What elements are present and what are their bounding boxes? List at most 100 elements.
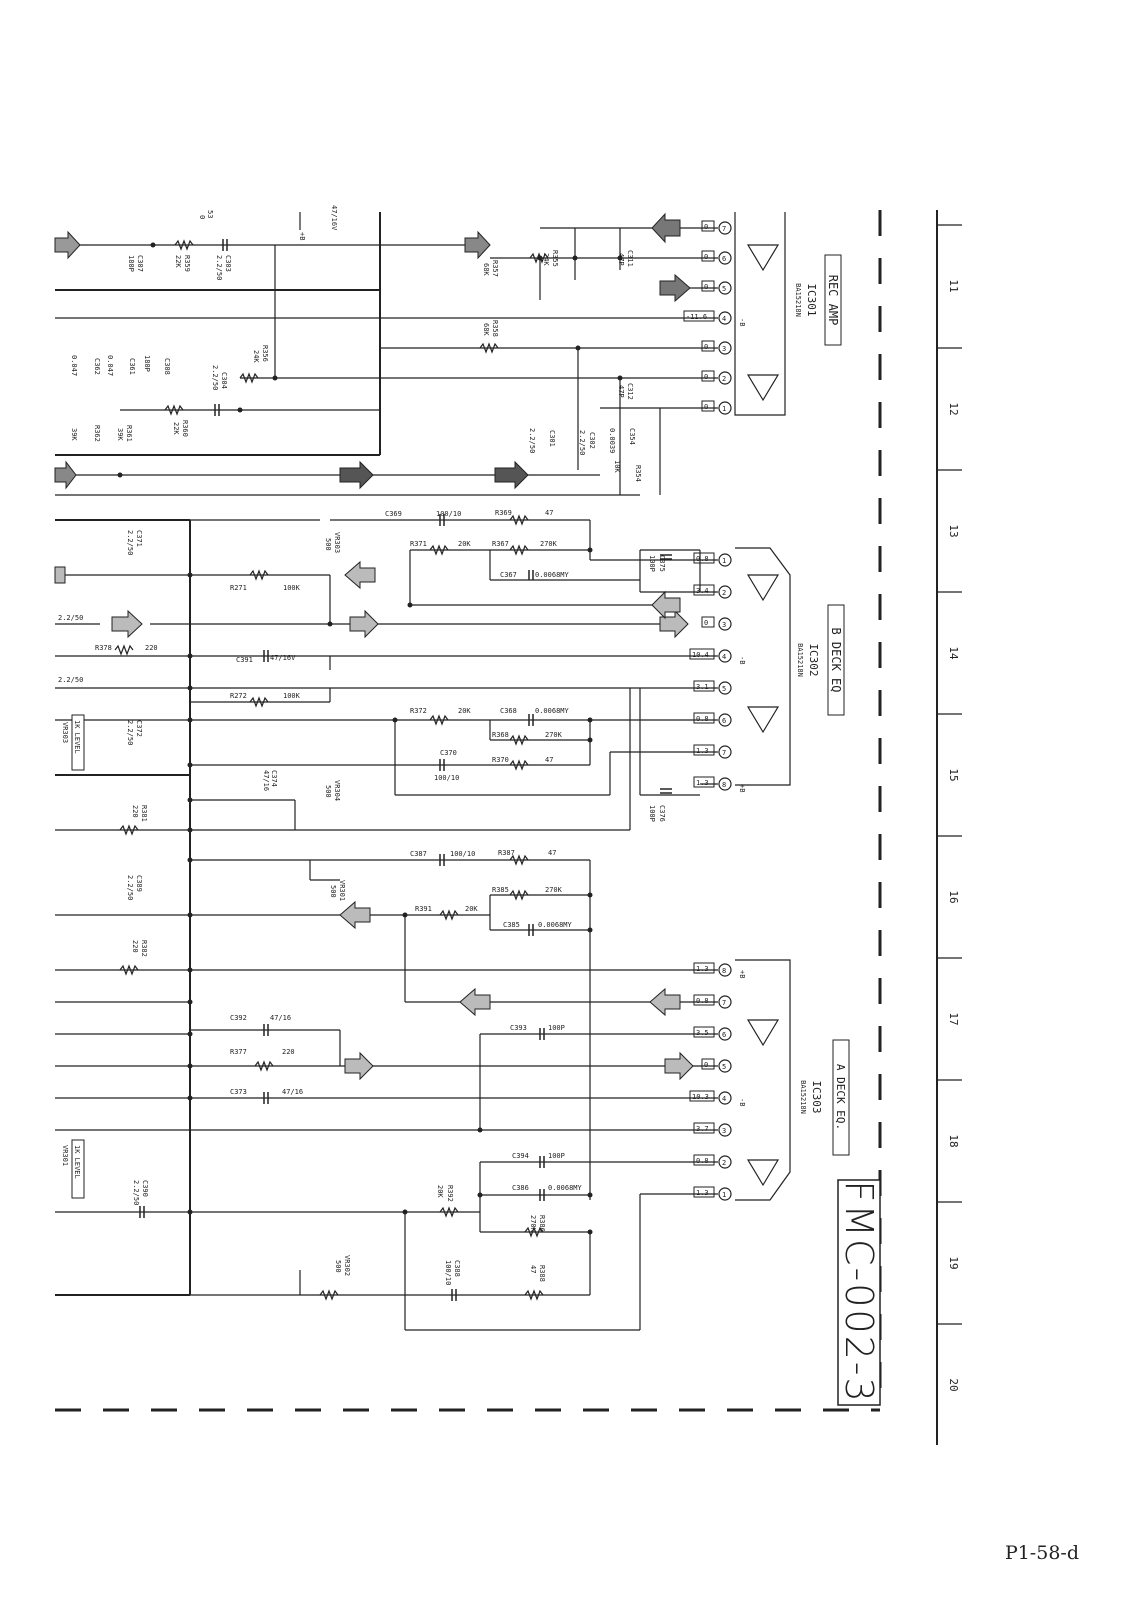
- svg-text:100P: 100P: [648, 555, 656, 572]
- svg-text:100K: 100K: [283, 584, 301, 592]
- svg-text:C302: C302: [588, 432, 596, 449]
- svg-text:20K: 20K: [436, 1185, 444, 1198]
- svg-text:R358: R358: [491, 320, 499, 337]
- svg-text:C312: C312: [626, 383, 634, 400]
- svg-text:100K: 100K: [283, 692, 301, 700]
- svg-text:0.0068MY: 0.0068MY: [535, 571, 570, 579]
- svg-text:1.3: 1.3: [696, 1189, 709, 1197]
- svg-text:2.2/50: 2.2/50: [58, 676, 83, 684]
- svg-text:0.8: 0.8: [696, 997, 709, 1005]
- svg-text:0: 0: [704, 403, 708, 411]
- svg-text:R378: R378: [95, 644, 112, 652]
- grid-number-15: 15: [947, 768, 960, 781]
- svg-text:10.3: 10.3: [692, 1093, 709, 1101]
- svg-text:100/10: 100/10: [434, 774, 459, 782]
- ic302-ref: IC302: [807, 643, 820, 676]
- svg-text:+B: +B: [298, 232, 306, 240]
- svg-text:C373: C373: [230, 1088, 247, 1096]
- svg-text:R360: R360: [181, 420, 189, 437]
- svg-text:C367: C367: [500, 571, 517, 579]
- svg-text:220: 220: [145, 644, 158, 652]
- grid-number-18: 18: [947, 1134, 960, 1147]
- svg-text:R355: R355: [551, 250, 559, 267]
- svg-text:5: 5: [722, 1063, 726, 1071]
- svg-text:500: 500: [324, 538, 332, 551]
- svg-text:47/16V: 47/16V: [330, 205, 338, 231]
- ic303-pin-voltages: 1.3 0.8 3.5 0 10.3 3.7 0.8 1.3: [689, 962, 715, 1198]
- svg-text:3: 3: [722, 621, 726, 629]
- svg-text:4: 4: [722, 653, 726, 661]
- svg-text:1.3: 1.3: [696, 747, 709, 755]
- svg-text:+B: +B: [738, 784, 746, 792]
- svg-text:3.4: 3.4: [696, 587, 709, 595]
- svg-text:1: 1: [722, 405, 726, 413]
- ic301-part: BA15218N: [794, 283, 802, 317]
- svg-text:3: 3: [722, 345, 726, 353]
- svg-text:47: 47: [545, 509, 553, 517]
- svg-text:-11.6: -11.6: [686, 313, 707, 321]
- svg-text:39K: 39K: [70, 428, 78, 441]
- svg-text:100P: 100P: [648, 805, 656, 822]
- svg-text:R372: R372: [410, 707, 427, 715]
- ic301-rec-amp: 7 6 5 4 3 2 1 0 0 0 -11.6 0 0 0 -B REC A…: [683, 212, 842, 416]
- svg-text:C369: C369: [385, 510, 402, 518]
- svg-text:0.047: 0.047: [106, 355, 114, 376]
- svg-text:VR304: VR304: [333, 780, 341, 801]
- svg-text:3.7: 3.7: [696, 1125, 709, 1133]
- svg-text:0: 0: [704, 283, 708, 291]
- svg-text:C370: C370: [440, 749, 457, 757]
- svg-text:R377: R377: [230, 1048, 247, 1056]
- grid-number-12: 12: [947, 402, 960, 415]
- svg-text:0: 0: [198, 215, 206, 219]
- svg-text:6: 6: [722, 1031, 726, 1039]
- svg-text:20K: 20K: [458, 540, 471, 548]
- svg-text:0: 0: [704, 619, 708, 627]
- a-deck-components: C387 100/10 R387 47 VR301 500 R385 270K …: [126, 849, 583, 1285]
- svg-text:-B: -B: [738, 1098, 746, 1106]
- svg-text:2.2/50: 2.2/50: [528, 428, 536, 453]
- svg-text:C304: C304: [220, 372, 228, 389]
- svg-text:VR303: VR303: [61, 722, 69, 743]
- svg-text:270K: 270K: [540, 540, 558, 548]
- rec-amp-title-box: [824, 254, 842, 346]
- ic301-pin-voltages: 0 0 0 -11.6 0 0 0: [683, 220, 715, 412]
- svg-text:0.0068MY: 0.0068MY: [535, 707, 570, 715]
- svg-text:24K: 24K: [252, 350, 260, 363]
- svg-text:10.4: 10.4: [692, 651, 709, 659]
- svg-text:C361: C361: [128, 358, 136, 375]
- svg-text:100/10: 100/10: [444, 1260, 452, 1285]
- svg-text:R356: R356: [261, 345, 269, 362]
- svg-text:1.3: 1.3: [696, 779, 709, 787]
- ic302-b-deck-eq: 1 2 3 4 5 6 7 8 0.8 3.4 0 10.4 3.1 0.8 1…: [689, 547, 845, 792]
- svg-text:22K: 22K: [174, 255, 182, 268]
- component-symbols: [114, 239, 672, 1301]
- svg-text:R357: R357: [491, 260, 499, 277]
- svg-text:1: 1: [722, 557, 726, 565]
- svg-text:47/16: 47/16: [262, 770, 270, 791]
- svg-text:4: 4: [722, 1095, 726, 1103]
- svg-text:6: 6: [722, 717, 726, 725]
- level-tags: 1K LEVEL VR303 1K LEVEL VR301: [61, 714, 85, 1199]
- svg-text:C394: C394: [512, 1152, 529, 1160]
- svg-text:C388: C388: [453, 1260, 461, 1277]
- svg-text:C372: C372: [135, 720, 143, 737]
- svg-text:R381: R381: [140, 805, 148, 822]
- svg-text:0.0039: 0.0039: [608, 428, 616, 453]
- svg-text:C387: C387: [410, 850, 427, 858]
- grid-ticks: [937, 224, 962, 1325]
- svg-text:0: 0: [704, 223, 708, 231]
- svg-text:C376: C376: [658, 805, 666, 822]
- a-deck-eq-title: A DECK EQ.: [834, 1064, 847, 1130]
- b-deck-eq-title-box: [827, 604, 845, 716]
- svg-text:-B: -B: [738, 318, 746, 326]
- svg-text:3: 3: [722, 1127, 726, 1135]
- svg-text:47/16: 47/16: [270, 1014, 291, 1022]
- svg-text:R388: R388: [538, 1265, 546, 1282]
- svg-text:C389: C389: [135, 875, 143, 892]
- svg-text:C390: C390: [141, 1180, 149, 1197]
- svg-text:47/16V: 47/16V: [270, 654, 296, 662]
- svg-text:20K: 20K: [465, 905, 478, 913]
- svg-text:47: 47: [548, 849, 556, 857]
- grid-number-20: 20: [947, 1378, 960, 1391]
- svg-text:100P: 100P: [548, 1024, 565, 1032]
